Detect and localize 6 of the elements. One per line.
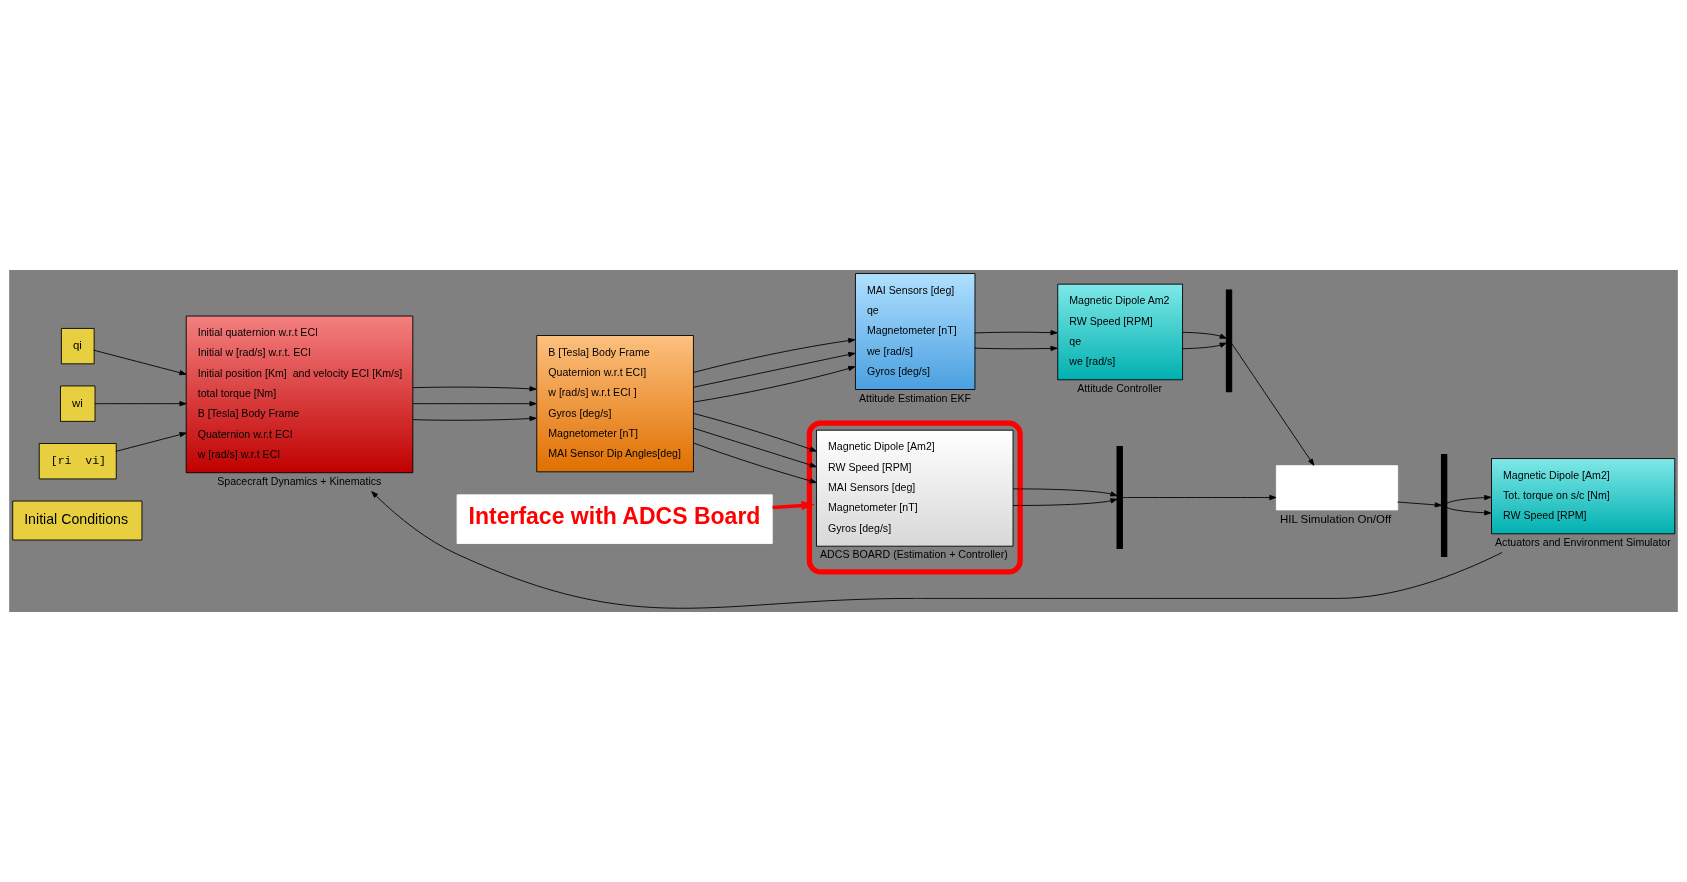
node-label: Attitude Controller (1077, 381, 1163, 394)
node-label: Attitude Estimation EKF (858, 391, 972, 404)
node-label: Spacecraft Dynamics + Kinematics (217, 474, 382, 487)
node-label: Actuators and Environment Simulator (1495, 535, 1671, 548)
node-label: ADCS BOARD (Estimation + Controller) (820, 548, 1008, 561)
node-label: HIL Simulation On/Off (1279, 512, 1392, 525)
